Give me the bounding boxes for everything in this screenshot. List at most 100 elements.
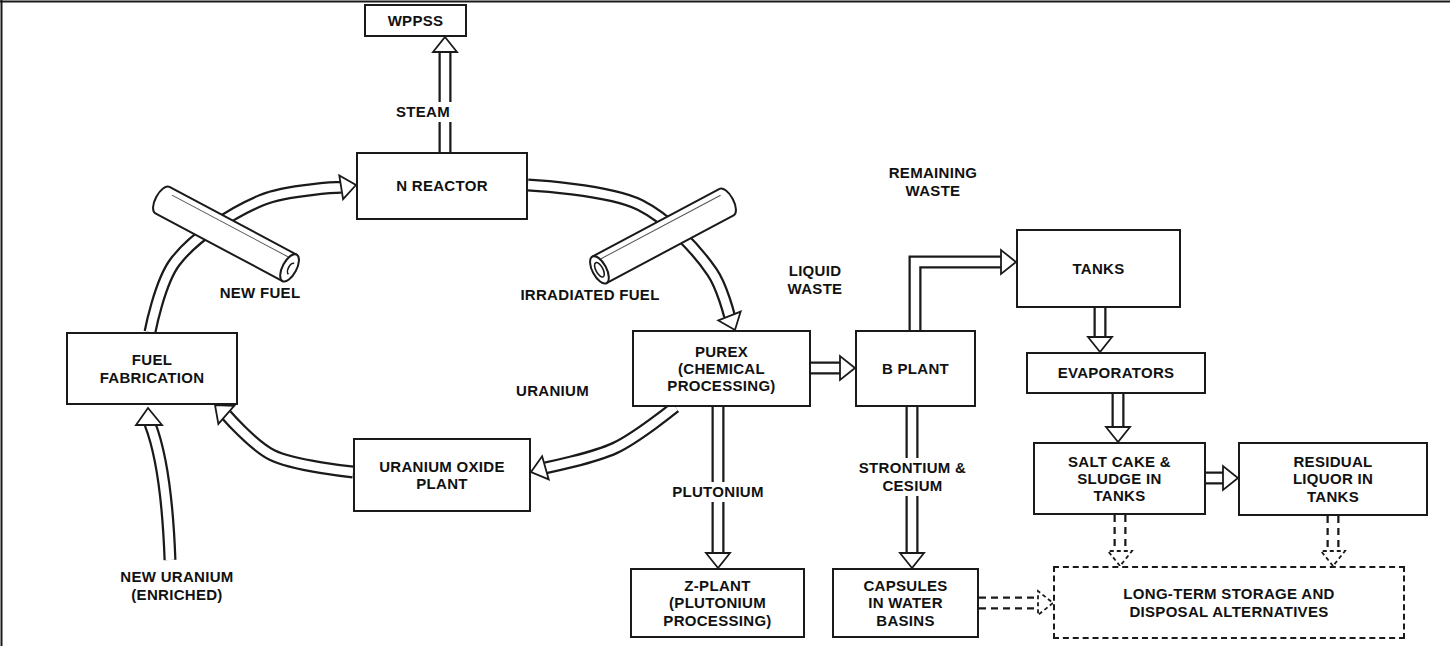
flow-arrow (811, 356, 855, 380)
rod-end-mark (286, 262, 294, 274)
arrow-inner (915, 262, 1001, 330)
box-label: N REACTOR (396, 177, 488, 194)
arrow-outline (1114, 515, 1127, 551)
box-label: RESIDUAL LIQUOR IN TANKS (1287, 453, 1379, 505)
edge-label-holder: NEW FUEL (205, 284, 315, 302)
edge-label-holder: STRONTIUM & CESIUM (850, 458, 975, 496)
flow-label: URANIUM (516, 382, 589, 400)
process-box: CAPSULES IN WATER BASINS (832, 568, 979, 638)
supply-arrow-head (136, 408, 162, 425)
flow-arrow (531, 407, 675, 479)
box-label: FUEL FABRICATION (87, 351, 217, 386)
box-label: TANKS (1072, 260, 1124, 277)
arrow-head (1321, 551, 1345, 566)
arrow-outline (811, 362, 840, 375)
arrow-head (1038, 591, 1053, 615)
process-box: Z-PLANT (PLUTONIUM PROCESSING) (630, 568, 805, 638)
arrow-head (706, 553, 730, 568)
alternatives-box: LONG-TERM STORAGE AND DISPOSAL ALTERNATI… (1053, 566, 1405, 639)
flow-arrow (528, 185, 741, 330)
rod-bore (593, 261, 607, 278)
arrow-inner (1114, 394, 1123, 427)
flow-arrow (215, 405, 353, 472)
arrow-inner (226, 415, 353, 472)
edge-label-holder: IRRADIATED FUEL (520, 286, 660, 304)
supply-arrow (136, 408, 170, 560)
rod-body (592, 186, 739, 283)
flow-label: STRONTIUM & CESIUM (850, 458, 975, 496)
rod-shading (601, 195, 721, 259)
process-box: WPPSS (364, 4, 467, 37)
frame-line (0, 1, 1450, 3)
frame-line (1, 0, 3, 646)
process-box: FUEL FABRICATION (66, 332, 238, 405)
arrow-head (1223, 466, 1238, 490)
arrow-outline (1094, 308, 1107, 337)
arrow-inner (1329, 516, 1338, 551)
box-label: Z-PLANT (PLUTONIUM PROCESSING) (648, 577, 788, 629)
arrow-outline (1206, 472, 1223, 485)
flow-arrow (433, 37, 457, 152)
arrow-outline (915, 262, 1001, 330)
flow-label: IRRADIATED FUEL (520, 286, 659, 304)
arrow-outline (1327, 516, 1340, 551)
flow-arrow (1321, 516, 1345, 566)
arrow-head (1106, 427, 1130, 442)
flow-label: NEW FUEL (220, 284, 301, 302)
box-label: SALT CAKE & SLUDGE IN TANKS (1067, 453, 1172, 505)
process-box: TANKS (1016, 229, 1181, 308)
arrow-head (1001, 250, 1016, 274)
flow-label: LIQUID WASTE (779, 262, 851, 298)
flow-arrow (1108, 515, 1132, 566)
arrow-inner (979, 599, 1038, 608)
rod-end (276, 251, 302, 284)
process-box: URANIUM OXIDE PLANT (353, 438, 531, 512)
process-box: RESIDUAL LIQUOR IN TANKS (1238, 442, 1428, 516)
arrow-inner (811, 364, 840, 373)
process-box: PUREX (CHEMICAL PROCESSING) (632, 330, 811, 407)
box-label: EVAPORATORS (1058, 364, 1175, 381)
arrow-head (433, 37, 457, 52)
rod-shading (172, 195, 290, 258)
arrow-inner (1116, 515, 1125, 551)
rod-body (149, 184, 296, 281)
edge-label-holder: URANIUM (505, 382, 600, 400)
box-label: B PLANT (882, 360, 949, 377)
supply-arrow-outline (150, 424, 170, 560)
edge-label-holder: PLUTONIUM (663, 482, 773, 502)
process-box: SALT CAKE & SLUDGE IN TANKS (1033, 442, 1206, 515)
process-box: EVAPORATORS (1026, 352, 1206, 394)
arrow-head (840, 356, 855, 380)
flow-arrow (915, 250, 1016, 330)
arrow-inner (1096, 308, 1105, 337)
flow-arrow (1088, 308, 1112, 352)
arrow-inner (545, 407, 675, 468)
flow-label: STEAM (393, 102, 453, 122)
flow-label: PLUTONIUM (669, 482, 767, 502)
fuel-rod (586, 186, 740, 287)
arrow-outline (1112, 394, 1125, 427)
arrow-inner (714, 407, 723, 553)
box-label: URANIUM OXIDE PLANT (377, 458, 507, 493)
arrow-head (531, 456, 549, 479)
box-label: PUREX (CHEMICAL PROCESSING) (657, 343, 787, 395)
process-box: N REACTOR (356, 152, 528, 220)
process-box: B PLANT (855, 330, 976, 407)
arrow-head (900, 553, 924, 568)
flow-arrow (1106, 394, 1130, 442)
note-holder: NEW URANIUM (ENRICHED) (112, 568, 242, 604)
arrow-head (339, 176, 356, 200)
arrow-head (1108, 551, 1132, 566)
box-label: CAPSULES IN WATER BASINS (858, 577, 953, 629)
rod-end (586, 253, 612, 286)
arrow-head (215, 405, 234, 424)
flow-arrow (979, 591, 1053, 615)
flow-arrow (150, 176, 356, 332)
arrow-head (1088, 337, 1112, 352)
arrow-outline (979, 597, 1038, 610)
arrow-outline (712, 407, 725, 553)
edge-label-holder: REMAINING WASTE (868, 164, 998, 200)
input-label: NEW URANIUM (ENRICHED) (112, 568, 242, 604)
